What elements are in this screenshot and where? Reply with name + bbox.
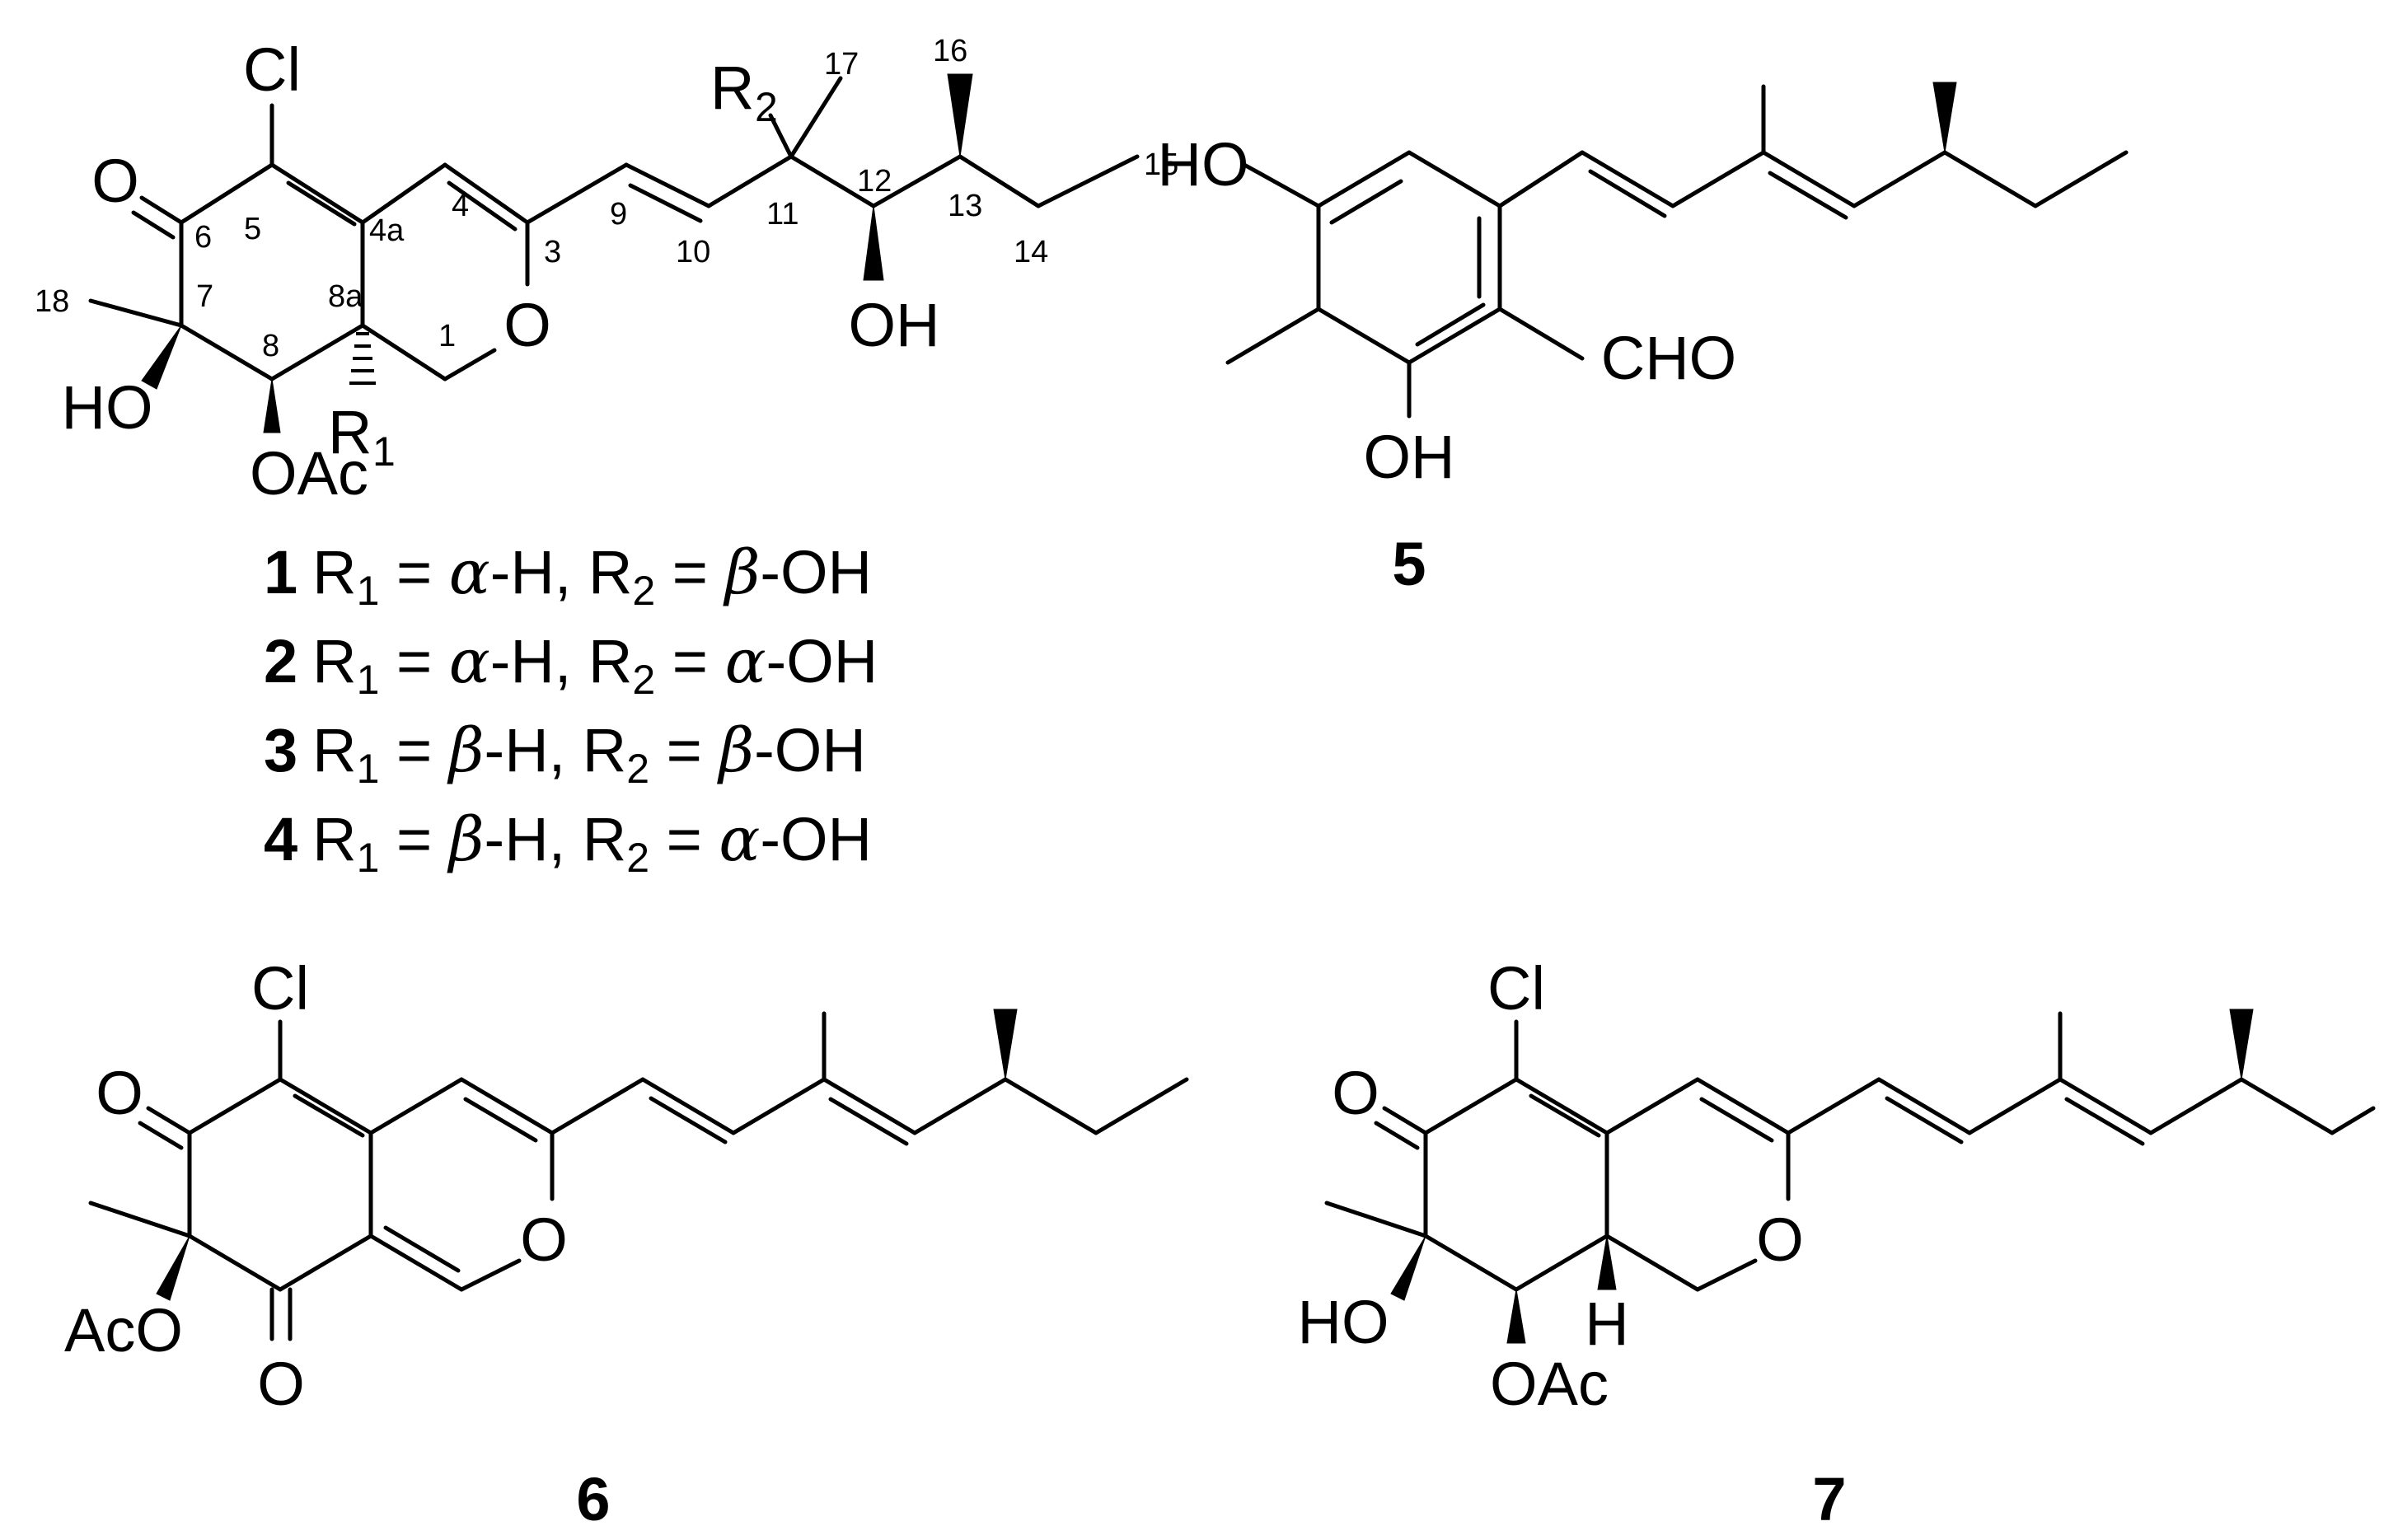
compound-number-5: 5 <box>1392 530 1426 598</box>
ketone-oxygen-label: O <box>1332 1059 1379 1127</box>
ring-oxygen-label: O <box>1756 1205 1804 1274</box>
chlorine-label: Cl <box>251 954 309 1023</box>
locant-4a: 4a <box>369 213 405 248</box>
r1-label: R <box>328 398 372 466</box>
locant-3: 3 <box>544 235 561 269</box>
locant-17: 17 <box>824 47 859 82</box>
compound-number-6: 6 <box>576 1465 610 1533</box>
structure-1: Cl O O HO OAc OH R 1 R 2 1 3 4 4a 5 6 7 … <box>35 34 1178 508</box>
locant-18: 18 <box>35 284 69 319</box>
hydroxy-c7-label: HO <box>62 373 153 442</box>
ketone-oxygen-label: O <box>91 147 139 215</box>
locant-9: 9 <box>610 197 627 232</box>
r2-subscript: 2 <box>755 84 778 130</box>
ring-oxygen-label: O <box>520 1205 568 1274</box>
locant-11: 11 <box>766 197 799 232</box>
locant-10: 10 <box>676 235 710 269</box>
locant-8a: 8a <box>328 279 363 314</box>
locant-6: 6 <box>194 220 212 255</box>
ring-oxygen-label: O <box>503 291 551 359</box>
locant-12: 12 <box>857 164 892 199</box>
locant-8: 8 <box>262 329 279 363</box>
aldehyde-label: CHO <box>1601 324 1736 392</box>
hydroxy-label: HO <box>1298 1288 1389 1356</box>
hydroxy-label-2: OH <box>1364 423 1455 491</box>
ketone-oxygen-label-2: O <box>257 1350 305 1418</box>
acetoxy-c8-label: OAc <box>250 439 368 508</box>
chlorine-label: Cl <box>243 35 301 104</box>
ketone-oxygen-label: O <box>96 1059 143 1127</box>
locant-13: 13 <box>948 189 982 223</box>
acetoxy-label: OAc <box>1490 1350 1609 1418</box>
hydroxy-label: HO <box>1158 130 1249 199</box>
r2-label: R <box>710 54 754 122</box>
chlorine-label: Cl <box>1487 954 1545 1023</box>
r1-subscript: 1 <box>372 428 396 475</box>
locant-16: 16 <box>933 34 967 68</box>
locant-5: 5 <box>244 212 261 246</box>
locant-7: 7 <box>196 279 213 314</box>
locant-1: 1 <box>438 319 456 353</box>
locant-15: 15 <box>1144 147 1178 182</box>
locant-14: 14 <box>1014 235 1048 269</box>
compound-number-7: 7 <box>1812 1465 1846 1533</box>
locant-4: 4 <box>452 189 469 223</box>
structure-7: Cl O O HO OAc H 7 <box>1298 954 2376 1533</box>
structure-5: HO OH CHO 5 <box>1158 82 2129 598</box>
structure-6: Cl O O O AcO 6 <box>64 954 1189 1533</box>
hydroxy-c12-label: OH <box>849 291 940 359</box>
hydrogen-label: H <box>1585 1290 1628 1358</box>
acetoxy-label: AcO <box>64 1296 183 1364</box>
